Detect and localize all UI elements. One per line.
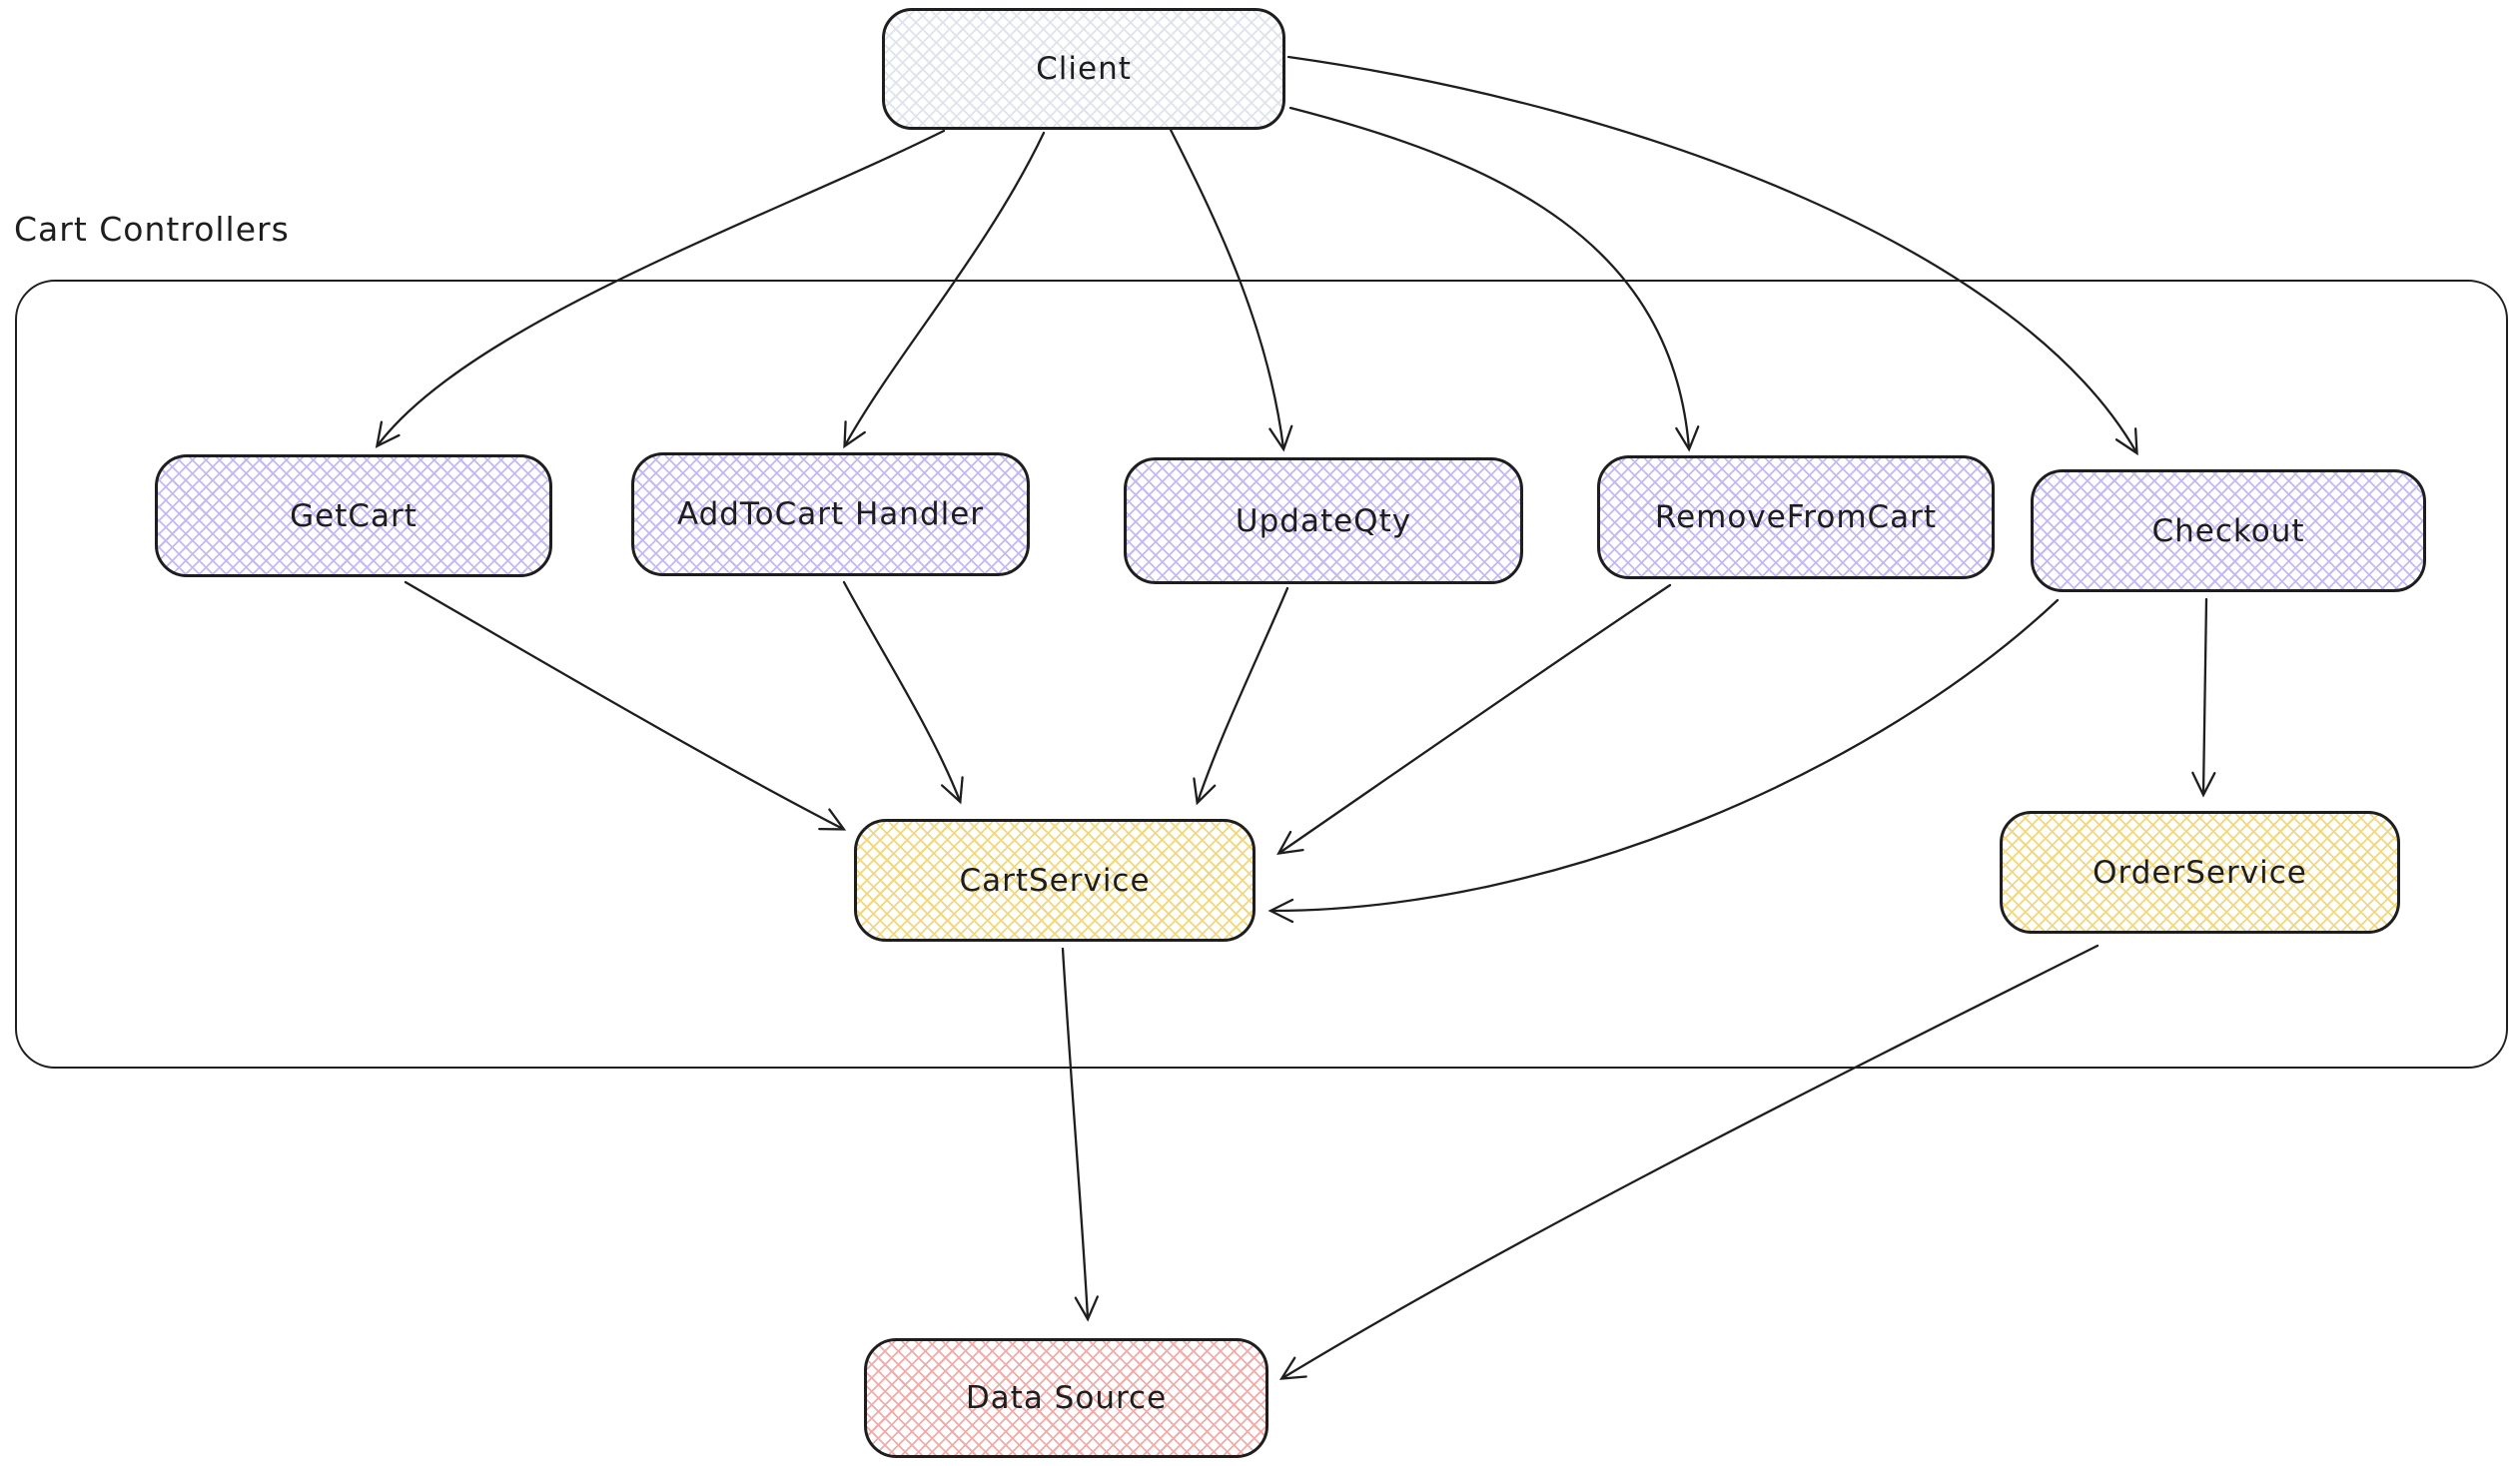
group-label-cart-controllers: Cart Controllers — [14, 210, 290, 249]
node-updateqty-label: UpdateQty — [1235, 502, 1412, 539]
node-datasource: Data Source — [864, 1338, 1268, 1458]
node-orderservice-label: OrderService — [2093, 854, 2307, 891]
node-checkout-label: Checkout — [2151, 512, 2305, 549]
node-removefromcart-label: RemoveFromCart — [1654, 499, 1938, 535]
node-client-label: Client — [1036, 51, 1132, 87]
node-checkout: Checkout — [2031, 469, 2426, 592]
node-cartservice: CartService — [854, 819, 1256, 942]
node-addtocart-handler-label: AddToCart Handler — [676, 496, 985, 532]
node-cartservice-label: CartService — [959, 862, 1151, 899]
node-datasource-label: Data Source — [965, 1380, 1168, 1416]
node-getcart-label: GetCart — [290, 497, 418, 534]
node-orderservice: OrderService — [2000, 811, 2400, 934]
node-client: Client — [882, 8, 1285, 130]
node-addtocart-handler: AddToCart Handler — [631, 452, 1030, 576]
group-box-cart-controllers — [15, 280, 2508, 1069]
node-removefromcart: RemoveFromCart — [1597, 455, 1995, 579]
node-getcart: GetCart — [155, 454, 552, 577]
node-updateqty: UpdateQty — [1124, 457, 1523, 584]
